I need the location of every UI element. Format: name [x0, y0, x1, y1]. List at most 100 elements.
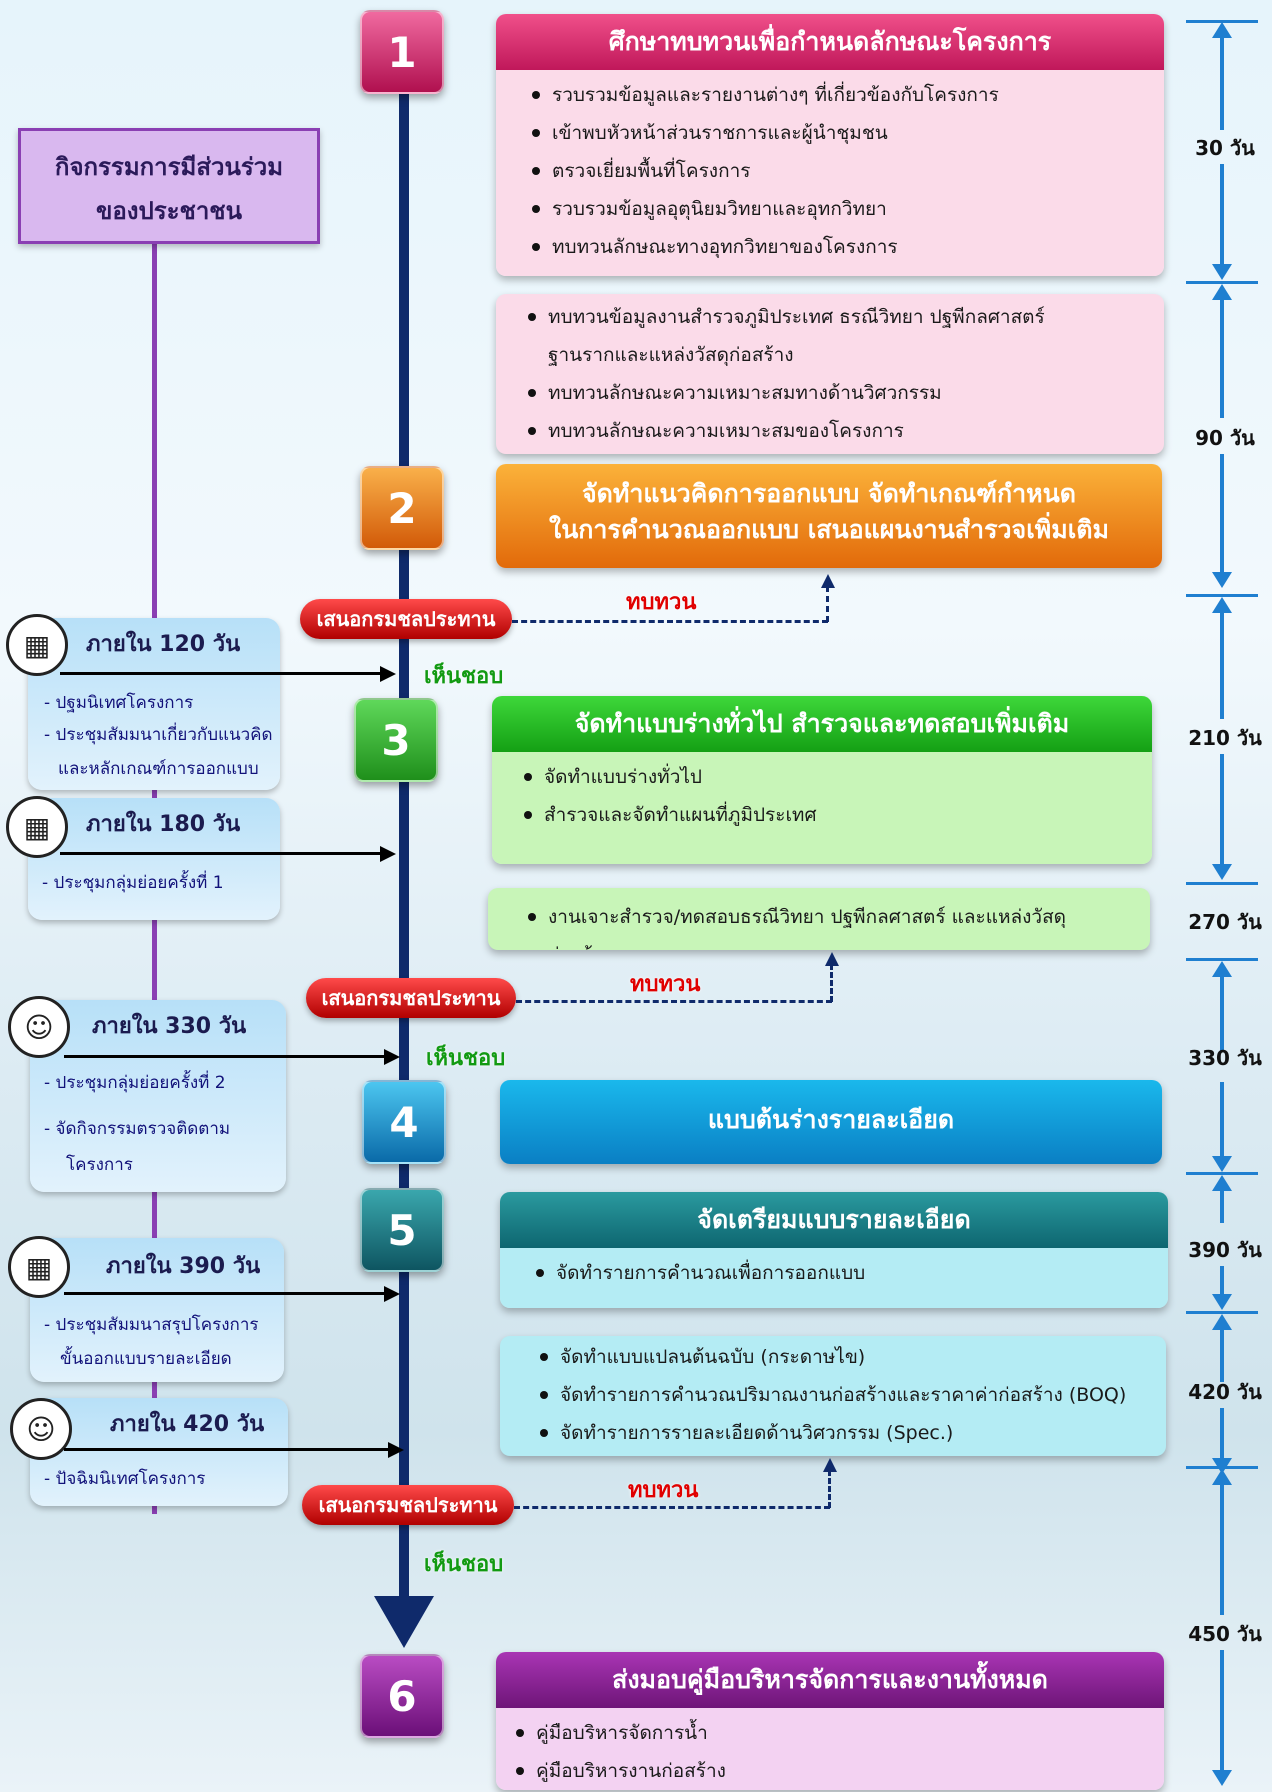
- participation-connector: [60, 672, 382, 675]
- participation-box-180: ภายใน 180 วัน - ประชุมกลุ่มย่อยครั้งที่ …: [28, 798, 280, 920]
- ruler-segment: [1220, 975, 1224, 1051]
- ruler-up-arrow: [1212, 1314, 1232, 1330]
- step-2-number: 2: [360, 466, 444, 550]
- meeting-icon: ▦: [6, 796, 68, 858]
- ruler-segment: [1220, 1082, 1224, 1160]
- ruler-down-arrow: [1212, 1294, 1232, 1310]
- duration-label: 270 วัน: [1188, 910, 1262, 934]
- step-5-item: จัดทำรายการคำนวณเพื่อการออกแบบ: [536, 1254, 1148, 1292]
- duration-label: 390 วัน: [1188, 1238, 1262, 1262]
- step-3-item: จัดทำแบบร่างทั่วไป: [524, 758, 1132, 796]
- step-5-header: จัดเตรียมแบบรายละเอียด: [500, 1192, 1168, 1248]
- propose-to-rid-badge: เสนอกรมชลประทาน: [302, 1485, 514, 1525]
- ruler-segment: [1220, 1408, 1224, 1462]
- ruler-tick: [1186, 594, 1258, 597]
- review-dashed-riser: [828, 1470, 831, 1508]
- participation-connector-head: [388, 1442, 404, 1458]
- step-1-item: รวบรวมข้อมูลอุตุนิยมวิทยาและอุทกวิทยา: [532, 190, 1144, 228]
- duration-label: 30 วัน: [1195, 136, 1255, 160]
- step-1b-item: ทบทวนข้อมูลงานสำรวจภูมิประเทศ ธรณีวิทยา …: [528, 298, 1144, 336]
- ruler-down-arrow: [1212, 264, 1232, 280]
- meeting-icon: ▦: [8, 1236, 70, 1298]
- ruler-tick: [1186, 958, 1258, 961]
- propose-to-rid-badge: เสนอกรมชลประทาน: [300, 599, 512, 639]
- ruler-segment: [1220, 164, 1224, 264]
- group-icon: ☺: [8, 996, 70, 1058]
- ruler-up-arrow: [1212, 597, 1232, 613]
- participation-box-item: - ประชุมกลุ่มย่อยครั้งที่ 2: [44, 1073, 226, 1093]
- ruler-segment: [1220, 36, 1224, 130]
- participation-box-120: ภายใน 120 วัน - ปฐมนิเทศโครงการ - ประชุม…: [28, 618, 280, 790]
- step-1b-box: ทบทวนข้อมูลงานสำรวจภูมิประเทศ ธรณีวิทยา …: [496, 294, 1164, 454]
- duration-label: 330 วัน: [1188, 1046, 1262, 1070]
- step-3b-box: งานเจาะสำรวจ/ทดสอบธรณีวิทยา ปฐพีกลศาสตร์…: [488, 888, 1150, 950]
- step-5b-item: จัดทำรายการคำนวณปริมาณงานก่อสร้างและราคา…: [540, 1376, 1146, 1414]
- step-5b-box: จัดทำแบบแปลนต้นฉบับ (กระดาษไข) จัดทำรายก…: [500, 1336, 1166, 1456]
- participation-connector-head: [380, 846, 396, 862]
- main-timeline: [399, 90, 409, 1600]
- participation-connector: [64, 1292, 386, 1295]
- participation-box-390: ภายใน 390 วัน - ประชุมสัมมนาสรุปโครงการ …: [30, 1238, 284, 1382]
- participation-title-line-2: ของประชาชน: [95, 197, 242, 225]
- approve-label: เห็นชอบ: [424, 664, 504, 689]
- participation-box-item: ขั้นออกแบบรายละเอียด: [60, 1349, 232, 1369]
- step-2-header-line-2: ในการคำนวณออกแบบ เสนอแผนงานสำรวจเพิ่มเติ…: [549, 515, 1109, 544]
- ruler-segment: [1220, 454, 1224, 572]
- participation-box-heading: ภายใน 180 วัน: [86, 812, 241, 837]
- participation-connector: [64, 1055, 386, 1058]
- ruler-tick: [1186, 20, 1258, 23]
- propose-to-rid-badge: เสนอกรมชลประทาน: [306, 978, 516, 1018]
- step-6-item: คู่มือบริหารจัดการน้ำ: [516, 1714, 1144, 1752]
- ruler-segment: [1220, 611, 1224, 719]
- step-1-item: เข้าพบหัวหน้าส่วนราชการและผู้นำชุมชน: [532, 114, 1144, 152]
- participation-box-item: และหลักเกณฑ์การออกแบบ: [58, 759, 259, 779]
- ruler-tick: [1186, 1311, 1258, 1314]
- participation-connector-head: [380, 666, 396, 682]
- step-3-body: จัดทำแบบร่างทั่วไป สำรวจและจัดทำแผนที่ภู…: [492, 752, 1152, 864]
- step-4-box: แบบต้นร่างรายละเอียด: [500, 1080, 1162, 1164]
- participation-box-heading: ภายใน 420 วัน: [110, 1412, 265, 1437]
- step-6-number: 6: [360, 1654, 444, 1738]
- step-1-item: ทบทวนลักษณะทางอุทกวิทยาของโครงการ: [532, 228, 1144, 266]
- review-dashed-riser: [830, 964, 833, 1002]
- ruler-segment: [1220, 754, 1224, 864]
- review-arrow-head: [823, 1458, 837, 1472]
- participation-connector: [64, 1448, 390, 1451]
- step-6-body: คู่มือบริหารจัดการน้ำ คู่มือบริหารงานก่อ…: [496, 1708, 1164, 1790]
- ruler-down-arrow: [1212, 1156, 1232, 1172]
- step-3-number: 3: [354, 698, 438, 782]
- group-icon: ☺: [10, 1398, 72, 1460]
- step-6-box: ส่งมอบคู่มือบริหารจัดการและงานทั้งหมด คู…: [496, 1652, 1164, 1790]
- ruler-tick: [1186, 1172, 1258, 1175]
- step-5b-item: จัดทำแบบแปลนต้นฉบับ (กระดาษไข): [540, 1338, 1146, 1376]
- ruler-tick: [1186, 882, 1258, 885]
- step-6-header: ส่งมอบคู่มือบริหารจัดการและงานทั้งหมด: [496, 1652, 1164, 1708]
- review-arrow-head: [825, 952, 839, 966]
- ruler-tick: [1186, 281, 1258, 284]
- step-5b-item: จัดทำรายการรายละเอียดด้านวิศวกรรม (Spec.…: [540, 1414, 1146, 1452]
- participation-box-item: - ประชุมสัมมนาสรุปโครงการ: [44, 1315, 259, 1335]
- step-1b-item: ทบทวนลักษณะความเหมาะสมของโครงการ: [528, 412, 1144, 450]
- participation-connector-head: [384, 1049, 400, 1065]
- step-1-box: ศึกษาทบทวนเพื่อกำหนดลักษณะโครงการ รวบรวม…: [496, 14, 1164, 276]
- participation-box-item: - ประชุมสัมมนาเกี่ยวกับแนวคิด: [44, 725, 273, 745]
- participation-box-item: - ปัจฉิมนิเทศโครงการ: [44, 1469, 206, 1489]
- participation-box-heading: ภายใน 330 วัน: [92, 1014, 247, 1039]
- ruler-segment: [1220, 1650, 1224, 1770]
- participation-connector-head: [384, 1286, 400, 1302]
- step-4-header: แบบต้นร่างรายละเอียด: [707, 1105, 955, 1134]
- participation-box-item: - จัดกิจกรรมตรวจติดตาม: [44, 1119, 231, 1139]
- ruler-up-arrow: [1212, 1175, 1232, 1191]
- approve-label: เห็นชอบ: [426, 1046, 506, 1071]
- review-label: ทบทวน: [630, 972, 701, 997]
- review-dashed-line: [516, 1000, 832, 1003]
- ruler-up-arrow: [1212, 961, 1232, 977]
- step-1-item: ตรวจเยี่ยมพื้นที่โครงการ: [532, 152, 1144, 190]
- ruler-up-arrow: [1212, 284, 1232, 300]
- step-1-item: รวบรวมข้อมูลและรายงานต่างๆ ที่เกี่ยวข้อง…: [532, 76, 1144, 114]
- ruler-up-arrow: [1212, 1469, 1232, 1485]
- duration-label: 210 วัน: [1188, 726, 1262, 750]
- participation-connector: [60, 852, 382, 855]
- participation-title-line-1: กิจกรรมการมีส่วนร่วม: [54, 153, 284, 181]
- step-3-box: จัดทำแบบร่างทั่วไป สำรวจและทดสอบเพิ่มเติ…: [492, 696, 1152, 864]
